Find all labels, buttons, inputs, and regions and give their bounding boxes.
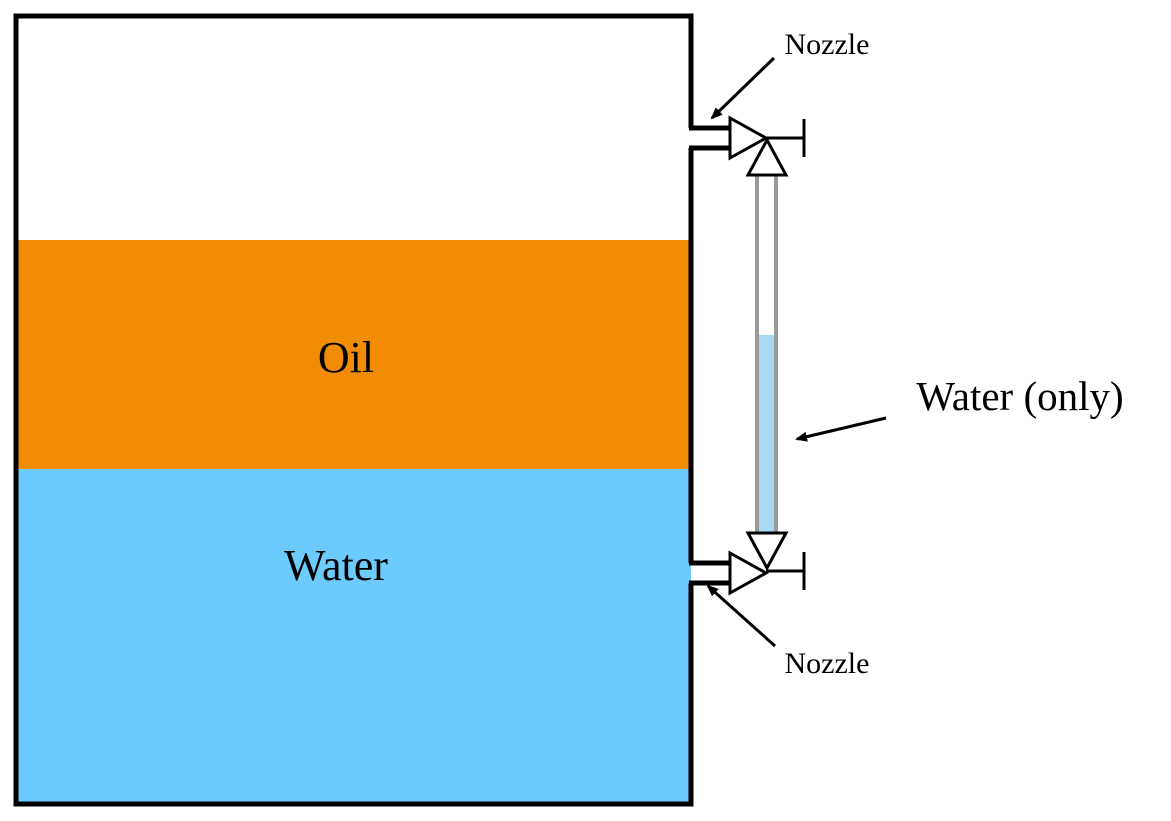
nozzle-bottom-label: Nozzle xyxy=(785,647,870,680)
water-only-label: Water (only) xyxy=(916,373,1123,419)
arrow-nozzle-top xyxy=(710,56,776,120)
bottom-nozzle xyxy=(689,560,730,586)
sight-glass xyxy=(755,175,778,535)
nozzle-top-label: Nozzle xyxy=(785,28,870,61)
top-valve-icon xyxy=(728,115,806,177)
bottom-valve-icon xyxy=(728,531,806,596)
tank-outline xyxy=(13,13,694,807)
arrow-water-only xyxy=(795,416,887,442)
oil-layer xyxy=(16,240,691,469)
arrow-nozzle-bottom xyxy=(706,584,777,648)
sight-glass-water xyxy=(758,335,775,535)
oil-label: Oil xyxy=(318,333,374,382)
water-label: Water xyxy=(284,541,388,590)
water-layer xyxy=(16,469,691,804)
top-nozzle xyxy=(689,125,730,151)
